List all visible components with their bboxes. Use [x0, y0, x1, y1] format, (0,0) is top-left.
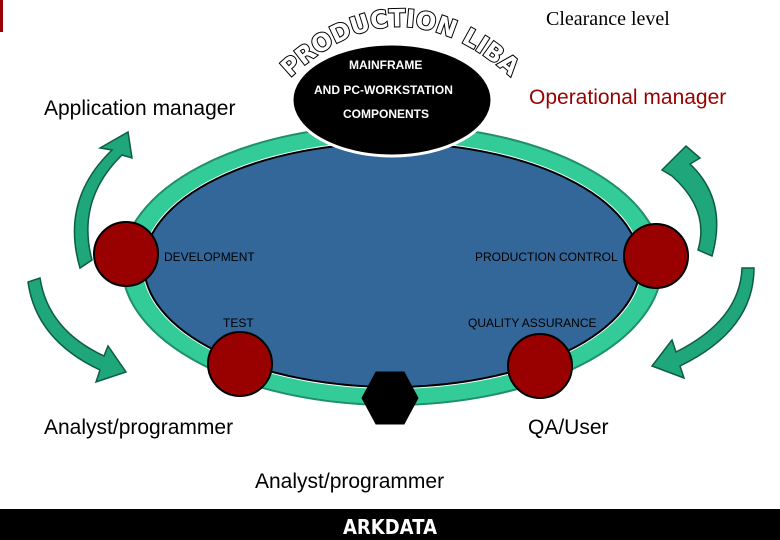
corner-marker — [0, 0, 3, 32]
analyst-programmer-bottom-label: Analyst/programmer — [255, 470, 445, 493]
analyst-programmer-left-label: Analyst/programmer — [44, 416, 234, 439]
left-cycle-arrow — [27, 130, 133, 384]
components-circle — [290, 42, 494, 158]
stage-quality-assurance-label: QUALITY ASSURANCE — [468, 316, 597, 330]
center-text-line2: AND PC-WORKSTATION — [314, 83, 453, 97]
hexagon-node — [361, 371, 419, 425]
footer-bar — [0, 509, 780, 540]
stage-production-control-label: PRODUCTION CONTROL — [475, 250, 618, 264]
node-test — [207, 331, 273, 397]
stage-test-label: TEST — [223, 316, 254, 330]
application-manager-label: Application manager — [44, 97, 236, 120]
clearance-level-label: Clearance level — [546, 8, 670, 30]
arkdata-logo: ARKDATA — [343, 515, 438, 539]
operational-manager-label: Operational manager — [529, 86, 727, 109]
node-development — [93, 221, 159, 287]
center-text-line3: COMPONENTS — [343, 107, 430, 121]
node-production-control — [623, 223, 689, 289]
right-cycle-arrow — [650, 144, 755, 380]
qa-user-label: QA/User — [528, 416, 609, 439]
node-quality-assurance — [507, 333, 573, 399]
stage-development-label: DEVELOPMENT — [164, 250, 255, 264]
center-text-line1: MAINFRAME — [349, 58, 423, 72]
